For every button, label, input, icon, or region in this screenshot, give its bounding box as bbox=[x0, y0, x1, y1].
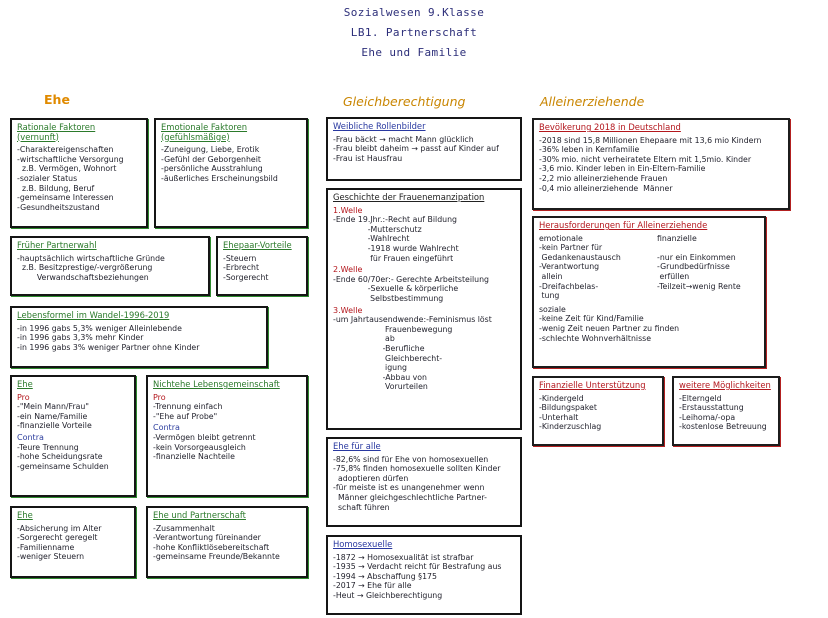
pro-list: -Trennung einfach -"Ehe auf Probe" bbox=[153, 402, 223, 421]
box-body: -82,6% sind für Ehe von homosexuellen -7… bbox=[333, 454, 501, 512]
heading-line-2: LB1. Partnerschaft bbox=[350, 26, 478, 39]
pro-list: -"Mein Mann/Frau" -ein Name/Familie -fin… bbox=[17, 402, 92, 431]
contra-label: Contra bbox=[153, 423, 180, 433]
pro-label: Pro bbox=[153, 392, 166, 402]
contra-list: -Vermögen bleibt getrennt -kein Vorsorge… bbox=[153, 432, 256, 462]
emotionale-label: emotionale bbox=[539, 233, 583, 243]
box-body: -hauptsächlich wirtschaftliche Gründe z.… bbox=[17, 253, 165, 282]
contra-label: Contra bbox=[17, 432, 44, 442]
box-title: Lebensformel im Wandel-1996-2019 bbox=[17, 310, 170, 320]
box-lebensformel: Lebensformel im Wandel-1996-2019 -in 199… bbox=[10, 306, 268, 368]
box-title: Finanzielle Unterstützung bbox=[539, 380, 646, 390]
welle-3-label: 3.Welle bbox=[333, 305, 363, 315]
box-nichtehe-lebensgemeinschaft: Nichtehe Lebensgemeinschaft Pro -Trennun… bbox=[146, 375, 308, 497]
section-gleichberechtigung: Gleichberechtigung bbox=[343, 94, 466, 109]
finanzielle-label: finanzielle bbox=[657, 233, 697, 243]
box-herausforderungen: Herausforderungen für Alleinerziehende e… bbox=[532, 216, 766, 368]
box-title: Ehe für alle bbox=[333, 441, 381, 451]
emotionale-list: -kein Partner für Gedankenaustausch -Ver… bbox=[539, 243, 621, 301]
box-title: weitere Möglichkeiten bbox=[679, 380, 771, 390]
box-title: Früher Partnerwahl bbox=[17, 240, 97, 250]
box-title: Weibliche Rollenbilder bbox=[333, 121, 426, 131]
box-body: -Charaktereigenschaften -wirtschaftliche… bbox=[17, 145, 124, 212]
contra-list: -Teure Trennung -hohe Scheidungsrate -ge… bbox=[17, 442, 109, 471]
soziale-label: soziale bbox=[539, 304, 566, 314]
box-body: -Absicherung im Alter -Sorgerecht gerege… bbox=[17, 523, 102, 562]
box-finanzielle-unterstuetzung: Finanzielle Unterstützung -Kindergeld -B… bbox=[532, 376, 664, 446]
welle-1-label: 1.Welle bbox=[333, 205, 363, 215]
box-frauenemanzipation: Geschichte der Frauenemanzipation 1.Well… bbox=[326, 188, 522, 430]
box-ehepaar-vorteile: Ehepaar-Vorteile -Steuern -Erbrecht -Sor… bbox=[216, 236, 308, 296]
finanzielle-list: -nur ein Einkommen -Grundbedürfnisse erf… bbox=[657, 252, 741, 291]
welle-1-list: -Ende 19.Jhr.:-Recht auf Bildung -Mutter… bbox=[333, 215, 459, 263]
section-alleinerziehende: Alleinerziehende bbox=[540, 94, 645, 109]
box-ehe-vorteile: Ehe -Absicherung im Alter -Sorgerecht ge… bbox=[10, 506, 136, 578]
box-title: Bevölkerung 2018 in Deutschland bbox=[539, 122, 681, 132]
box-body: -Zuneigung, Liebe, Erotik -Gefühl der Ge… bbox=[161, 145, 278, 183]
box-homosexuelle: Homosexuelle -1872 → Homosexualität ist … bbox=[326, 535, 522, 615]
box-body: -Frau bäckt → macht Mann glücklich -Frau… bbox=[333, 134, 499, 163]
section-ehe: Ehe bbox=[44, 92, 70, 107]
box-title: Emotionale Faktoren (gefühlsmäßige) bbox=[161, 122, 248, 142]
box-ehe-pro-contra: Ehe Pro -"Mein Mann/Frau" -ein Name/Fami… bbox=[10, 375, 136, 497]
box-weibliche-rollenbilder: Weibliche Rollenbilder -Frau bäckt → mac… bbox=[326, 117, 522, 181]
box-emotionale-faktoren: Emotionale Faktoren (gefühlsmäßige) -Zun… bbox=[154, 118, 308, 228]
welle-2-label: 2.Welle bbox=[333, 265, 363, 275]
soziale-list: -keine Zeit für Kind/Familie -wenig Zeit… bbox=[539, 314, 680, 343]
box-ehe-fuer-alle: Ehe für alle -82,6% sind für Ehe von hom… bbox=[326, 437, 522, 527]
welle-2-list: -Ende 60/70er:- Gerechte Arbeitsteilung … bbox=[333, 274, 489, 303]
box-body: -Elterngeld -Erstausstattung -Leihoma/-o… bbox=[679, 393, 767, 432]
heading-line-1: Sozialwesen 9.Klasse bbox=[343, 6, 485, 19]
box-title: Homosexuelle bbox=[333, 539, 393, 549]
box-title: Ehepaar-Vorteile bbox=[223, 240, 292, 250]
welle-3-list: -um Jahrtausendwende:-Feminismus löst Fr… bbox=[333, 315, 492, 392]
box-title: Nichtehe Lebensgemeinschaft bbox=[153, 379, 280, 389]
box-body: -Steuern -Erbrecht -Sorgerecht bbox=[223, 253, 269, 282]
heading-line-3: Ehe und Familie bbox=[361, 46, 467, 59]
box-title: Ehe und Partnerschaft bbox=[153, 510, 246, 520]
pro-label: Pro bbox=[17, 392, 30, 402]
box-bevoelkerung-2018: Bevölkerung 2018 in Deutschland -2018 si… bbox=[532, 118, 790, 210]
box-rationale-faktoren: Rationale Faktoren (vernunft) -Charakter… bbox=[10, 118, 148, 228]
box-body: -Zusammenhalt -Verantwortung füreinander… bbox=[153, 523, 280, 562]
box-title: Rationale Faktoren (vernunft) bbox=[17, 122, 96, 142]
box-body: -in 1996 gabs 5,3% weniger Alleinlebende… bbox=[17, 323, 200, 352]
box-ehe-und-partnerschaft: Ehe und Partnerschaft -Zusammenhalt -Ver… bbox=[146, 506, 308, 578]
box-body: -2018 sind 15,8 Millionen Ehepaare mit 1… bbox=[539, 135, 762, 193]
box-title: Ehe bbox=[17, 510, 33, 520]
box-body: -Kindergeld -Bildungspaket -Unterhalt -K… bbox=[539, 393, 602, 432]
box-body: -1872 → Homosexualität ist strafbar -193… bbox=[333, 552, 502, 600]
box-title: Geschichte der Frauenemanzipation bbox=[333, 192, 485, 202]
box-frueher-partnerwahl: Früher Partnerwahl -hauptsächlich wirtsc… bbox=[10, 236, 210, 296]
box-weitere-moeglichkeiten: weitere Möglichkeiten -Elterngeld -Ersta… bbox=[672, 376, 780, 446]
box-title: Ehe bbox=[17, 379, 33, 389]
box-title: Herausforderungen für Alleinerziehende bbox=[539, 220, 708, 230]
